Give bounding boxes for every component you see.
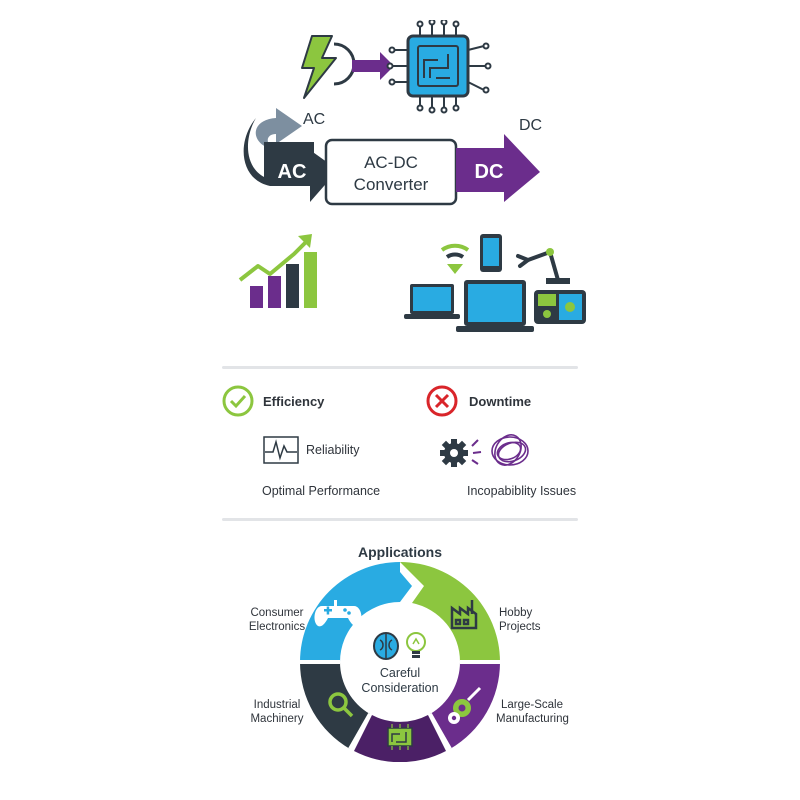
gamepad-icon: [314, 600, 362, 627]
dc-arrow-label: DC: [475, 161, 504, 183]
cross-circle-icon: [426, 385, 458, 417]
check-circle-icon: [222, 385, 254, 417]
divider-bottom: [222, 518, 578, 521]
magnifier-icon: [328, 692, 354, 718]
downtime-label: Downtime: [469, 394, 532, 409]
factory-icon: [450, 600, 478, 630]
dc-output-label: DC: [519, 117, 543, 134]
lightbulb-icon: [406, 632, 426, 658]
incompatibility-issues-label: Incopabiblity Issues: [467, 484, 577, 498]
applications-ring: Careful Consideration: [300, 562, 500, 762]
lightning-bolt-icon: [301, 35, 337, 99]
ac-input-label: AC: [303, 111, 326, 128]
growth-chart-icon: [238, 234, 317, 308]
curved-arrow-icon: [255, 108, 302, 150]
converter-label-line2: Converter: [354, 175, 429, 194]
laptop-large-icon: [456, 280, 534, 332]
divider-top: [222, 366, 578, 369]
waveform-icon: [263, 436, 299, 464]
optimal-performance-label: Optimal Performance: [262, 484, 381, 498]
microchip-icon: [386, 20, 492, 114]
applications-title: Applications: [357, 544, 442, 560]
converter-flow-diagram: AC AC-DC Converter DC: [243, 108, 540, 206]
segment-hobby-projects: [400, 562, 500, 662]
control-panel-icon: [534, 290, 586, 324]
reliability-label: Reliability: [306, 443, 360, 457]
devices-icon: [404, 234, 586, 332]
gear-wrench-icon: [448, 686, 482, 724]
converter-box: [324, 138, 458, 206]
power-to-chip-graphic: [301, 20, 492, 114]
center-label-line1: Careful: [380, 666, 420, 680]
gear-icon: [440, 439, 482, 467]
plug-icon: [333, 42, 356, 86]
brain-icon: [373, 632, 399, 660]
chip-small-icon: [387, 724, 413, 750]
wifi-icon: [440, 243, 470, 274]
converter-label-line1: AC-DC: [364, 153, 418, 172]
center-label-line2: Consideration: [361, 681, 438, 695]
ac-arrow-label: AC: [278, 161, 307, 183]
efficiency-label: Efficiency: [263, 394, 325, 409]
tangled-lines-icon: [491, 434, 529, 466]
laptop-small-icon: [404, 284, 460, 319]
dc-output-arrow: [456, 134, 540, 202]
smartphone-icon: [480, 234, 502, 272]
segment-industrial-machinery: [300, 662, 370, 749]
robot-arm-icon: [516, 250, 560, 282]
